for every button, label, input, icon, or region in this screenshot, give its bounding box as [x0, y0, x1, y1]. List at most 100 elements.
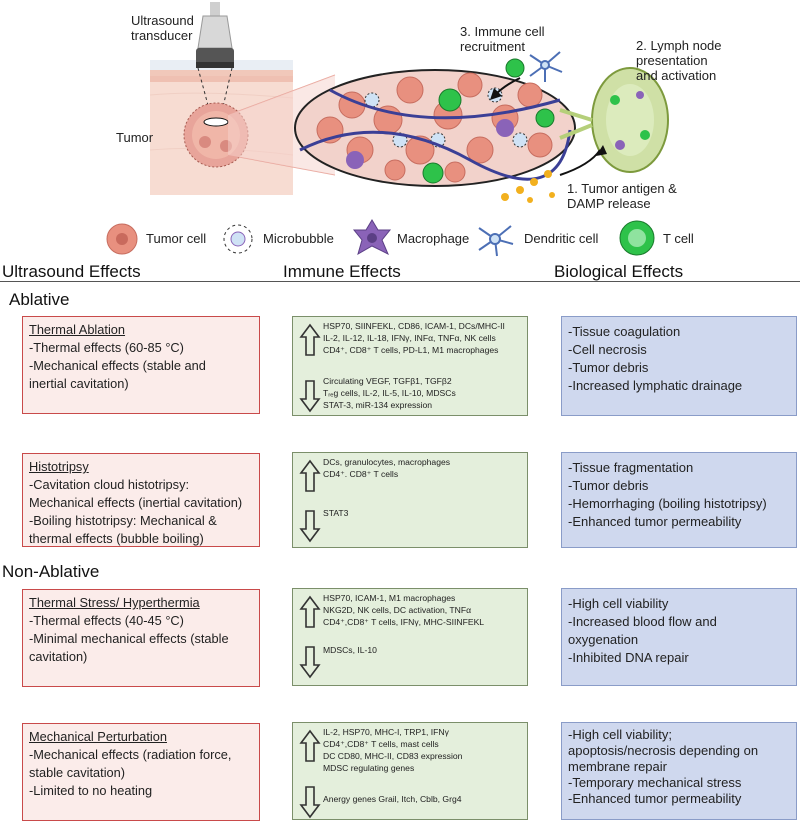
- biological-item: membrane repair: [568, 759, 667, 774]
- immune-up-item: HSP70, SIINFEKL, CD86, ICAM-1, DCs/MHC-I…: [323, 321, 505, 331]
- ultrasound-line: -Mechanical effects (stable and: [29, 358, 206, 373]
- ultrasound-title: Thermal Stress/ Hyperthermia: [29, 595, 200, 610]
- biological-box-hyperthermia: -High cell viability -Increased blood fl…: [561, 588, 797, 686]
- header-divider: [0, 281, 800, 282]
- immune-up-item: CD4⁺. CD8⁺ T cells: [323, 469, 399, 479]
- immune-up-item: MDSC regulating genes: [323, 763, 415, 773]
- biological-item: -Increased blood flow and: [568, 614, 717, 629]
- up-arrow-icon: [299, 459, 321, 492]
- up-arrow-icon: [299, 595, 321, 628]
- immune-down-list: STAT3: [323, 507, 348, 519]
- ultrasound-box-mechanical-perturbation: Mechanical Perturbation -Mechanical effe…: [22, 723, 260, 821]
- immune-box-histotripsy: DCs, granulocytes, macrophages CD4⁺. CD8…: [292, 452, 528, 548]
- legend-t-cell: T cell: [663, 231, 694, 246]
- ultrasound-line: cavitation): [29, 649, 88, 664]
- column-header-biological: Biological Effects: [554, 262, 684, 281]
- immune-up-item: NKG2D, NK cells, DC activation, TNFα: [323, 605, 472, 615]
- tumor-microenvironment: [294, 69, 576, 187]
- immune-up-item: DC CD80, MHC-II, CD83 expression: [323, 751, 463, 761]
- down-arrow-icon: [299, 380, 321, 413]
- immune-up-list: IL-2, HSP70, MHC-I, TRP1, IFNγ CD4⁺,CD8⁺…: [323, 726, 462, 774]
- immune-up-item: DCs, granulocytes, macrophages: [323, 457, 451, 467]
- down-arrow-icon: [299, 786, 321, 819]
- section-non-ablative: Non-Ablative: [2, 562, 100, 581]
- immune-down-item: Circulating VEGF, TGFβ1, TGFβ2: [323, 376, 452, 386]
- immune-up-item: CD4⁺,CD8⁺ T cells, mast cells: [323, 739, 439, 749]
- biological-item: -High cell viability;: [568, 727, 673, 742]
- immune-up-list: HSP70, SIINFEKL, CD86, ICAM-1, DCs/MHC-I…: [323, 320, 505, 356]
- dendritic-cell-icon: [529, 51, 563, 82]
- up-arrow-icon: [299, 323, 321, 356]
- ultrasound-line: -Limited to no heating: [29, 783, 153, 798]
- biological-item: -Inhibited DNA repair: [568, 650, 689, 665]
- up-arrow-icon: [299, 729, 321, 762]
- t-cell-icon: [505, 58, 525, 78]
- column-header-immune: Immune Effects: [283, 262, 401, 281]
- antigen-label: 1. Tumor antigen & DAMP release: [567, 181, 677, 211]
- immune-down-item: MDSCs, IL-10: [323, 645, 377, 655]
- biological-item: apoptosis/necrosis depending on: [568, 743, 759, 758]
- immune-up-item: HSP70, ICAM-1, M1 macrophages: [323, 593, 456, 603]
- immune-down-item: Anergy genes Grail, Itch, Cblb, Grg4: [323, 794, 462, 804]
- mechanism-illustration: [149, 2, 669, 203]
- ultrasound-line: -Cavitation cloud histotripsy:: [29, 477, 190, 492]
- immune-down-item: STAT-3, miR-134 expression: [323, 400, 433, 410]
- tumor-label: Tumor: [116, 130, 154, 145]
- ultrasound-title: Thermal Ablation: [29, 322, 126, 337]
- biological-item: -Increased lymphatic drainage: [568, 378, 743, 393]
- immune-box-thermal-ablation: HSP70, SIINFEKL, CD86, ICAM-1, DCs/MHC-I…: [292, 316, 528, 416]
- immune-up-list: DCs, granulocytes, macrophages CD4⁺. CD8…: [323, 456, 450, 480]
- ultrasound-box-histotripsy: Histotripsy -Cavitation cloud histotrips…: [22, 453, 260, 547]
- antigen-particles: [501, 170, 555, 203]
- down-arrow-icon: [299, 646, 321, 679]
- biological-item: -Enhanced tumor permeability: [568, 791, 742, 806]
- biological-box-thermal-ablation: -Tissue coagulation -Cell necrosis -Tumo…: [561, 316, 797, 416]
- microbubble-icon: [223, 224, 253, 254]
- ultrasound-line: -Boiling histotripsy: Mechanical &: [29, 513, 217, 528]
- ultrasound-line: thermal effects (bubble boiling): [29, 531, 204, 546]
- immune-down-list: Circulating VEGF, TGFβ1, TGFβ2 Tᵣₑg cell…: [323, 375, 456, 411]
- t-cell-icon: [619, 220, 655, 256]
- immune-up-item: IL-2, IL-12, IL-18, IFNγ, INFα, TNFα, NK…: [323, 333, 496, 343]
- biological-item: oxygenation: [568, 632, 639, 647]
- ultrasound-line: inertial cavitation): [29, 376, 129, 391]
- immune-up-item: CD4⁺,CD8⁺ T cells, IFNγ, MHC-SIINFEKL: [323, 617, 485, 627]
- section-ablative: Ablative: [9, 290, 70, 309]
- down-arrow-icon: [299, 510, 321, 543]
- lymph-node-label: 2. Lymph node presentation and activatio…: [636, 38, 722, 83]
- immune-box-hyperthermia: HSP70, ICAM-1, M1 macrophages NKG2D, NK …: [292, 588, 528, 686]
- biological-item: -Tissue coagulation: [568, 324, 681, 339]
- legend-microbubble: Microbubble: [263, 231, 334, 246]
- tumor-cell-icon: [106, 223, 138, 255]
- biological-box-mechanical-perturbation: -High cell viability; apoptosis/necrosis…: [561, 722, 797, 820]
- ultrasound-box-hyperthermia: Thermal Stress/ Hyperthermia -Thermal ef…: [22, 589, 260, 687]
- biological-item: -Tissue fragmentation: [568, 460, 694, 475]
- biological-box-histotripsy: -Tissue fragmentation -Tumor debris -Hem…: [561, 452, 797, 548]
- immune-down-item: Tᵣₑg cells, IL-2, IL-5, IL-10, MDSCs: [323, 388, 456, 398]
- biological-item: -Enhanced tumor permeability: [568, 514, 742, 529]
- transducer-label: Ultrasound transducer: [131, 13, 194, 43]
- ultrasound-box-thermal-ablation: Thermal Ablation -Thermal effects (60-85…: [22, 316, 260, 414]
- ultrasound-line: Mechanical effects (inertial cavitation): [29, 495, 243, 510]
- immune-box-mechanical-perturbation: IL-2, HSP70, MHC-I, TRP1, IFNγ CD4⁺,CD8⁺…: [292, 722, 528, 820]
- biological-item: -Tumor debris: [568, 478, 649, 493]
- immune-down-list: MDSCs, IL-10: [323, 644, 377, 656]
- ultrasound-line: stable cavitation): [29, 765, 126, 780]
- ultrasound-line: -Mechanical effects (radiation force,: [29, 747, 232, 762]
- biological-item: -Cell necrosis: [568, 342, 647, 357]
- immune-up-item: IL-2, HSP70, MHC-I, TRP1, IFNγ: [323, 727, 449, 737]
- biological-item: -Temporary mechanical stress: [568, 775, 742, 790]
- legend-macrophage: Macrophage: [397, 231, 470, 246]
- immune-up-list: HSP70, ICAM-1, M1 macrophages NKG2D, NK …: [323, 592, 484, 628]
- legend-tumor-cell: Tumor cell: [146, 231, 207, 246]
- biological-item: -Hemorrhaging (boiling histotripsy): [568, 496, 767, 511]
- biological-item: -High cell viability: [568, 596, 669, 611]
- ultrasound-transducer-icon: [196, 2, 234, 68]
- dendritic-cell-icon: [478, 225, 514, 257]
- recruitment-label: 3. Immune cell recruitment: [460, 24, 545, 54]
- ultrasound-line: -Thermal effects (60-85 °C): [29, 340, 184, 355]
- ultrasound-line: -Thermal effects (40-45 °C): [29, 613, 184, 628]
- column-header-ultrasound: Ultrasound Effects: [2, 262, 141, 281]
- immune-up-item: CD4⁺, CD8⁺ T cells, PD-L1, M1 macrophage…: [323, 345, 499, 355]
- legend-dendritic-cell: Dendritic cell: [524, 231, 599, 246]
